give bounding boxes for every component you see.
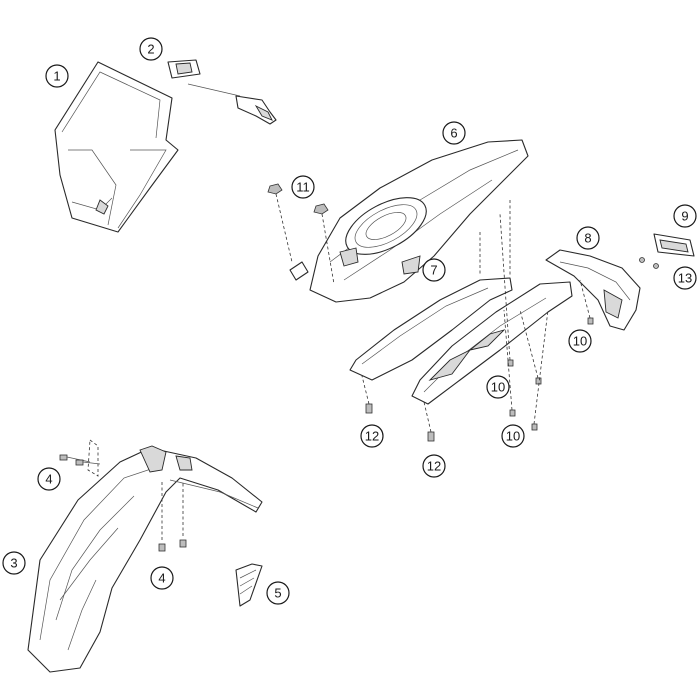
callout-6-label: 6 (450, 126, 457, 141)
callout-13[interactable]: 13 (673, 266, 697, 290)
callout-4b-label: 4 (158, 571, 165, 586)
callout-1[interactable]: 1 (45, 64, 69, 88)
side-panel-part[interactable] (349, 277, 573, 405)
callout-4b[interactable]: 4 (150, 566, 174, 590)
rear-fender-nuts[interactable] (267, 183, 335, 285)
callout-10c-label: 10 (506, 429, 520, 444)
headlight-mask-part[interactable] (54, 61, 179, 233)
callout-11-label: 11 (296, 180, 310, 195)
pad-part[interactable] (235, 563, 263, 607)
callout-2-label: 2 (147, 42, 154, 57)
callout-11[interactable]: 11 (291, 175, 315, 199)
callout-3-label: 3 (10, 556, 17, 571)
lower-screws[interactable] (361, 200, 511, 442)
callout-8-label: 8 (584, 231, 591, 246)
callout-12b-label: 12 (427, 459, 441, 474)
callout-9-label: 9 (681, 209, 688, 224)
clamp-part[interactable] (167, 59, 277, 125)
callout-4a-label: 4 (45, 472, 52, 487)
callout-5-label: 5 (274, 586, 281, 601)
callout-4a[interactable]: 4 (37, 467, 61, 491)
front-fender-screws[interactable] (59, 439, 187, 552)
callout-10b[interactable]: 10 (486, 375, 510, 399)
callout-1-label: 1 (53, 69, 60, 84)
callout-10b-label: 10 (491, 380, 505, 395)
reflector-part[interactable] (653, 233, 695, 257)
callout-6[interactable]: 6 (442, 121, 466, 145)
callout-3[interactable]: 3 (2, 551, 26, 575)
washer-part[interactable] (639, 257, 659, 269)
side-panel-screws[interactable] (499, 213, 594, 431)
callout-7[interactable]: 7 (422, 258, 446, 282)
rear-bracket-part[interactable] (545, 249, 641, 331)
callout-8[interactable]: 8 (576, 226, 600, 250)
callout-10a-label: 10 (573, 334, 587, 349)
callout-9[interactable]: 9 (673, 204, 697, 228)
front-fender-part[interactable] (27, 445, 263, 673)
callout-10a[interactable]: 10 (568, 329, 592, 353)
callout-2[interactable]: 2 (139, 37, 163, 61)
callout-7-label: 7 (430, 263, 437, 278)
callout-12b[interactable]: 12 (422, 454, 446, 478)
callout-10c[interactable]: 10 (501, 424, 525, 448)
callout-12a[interactable]: 12 (360, 424, 384, 448)
callout-13-label: 13 (678, 271, 692, 286)
callout-12a-label: 12 (365, 429, 379, 444)
callout-5[interactable]: 5 (266, 581, 290, 605)
rear-fender-part[interactable] (289, 139, 529, 303)
